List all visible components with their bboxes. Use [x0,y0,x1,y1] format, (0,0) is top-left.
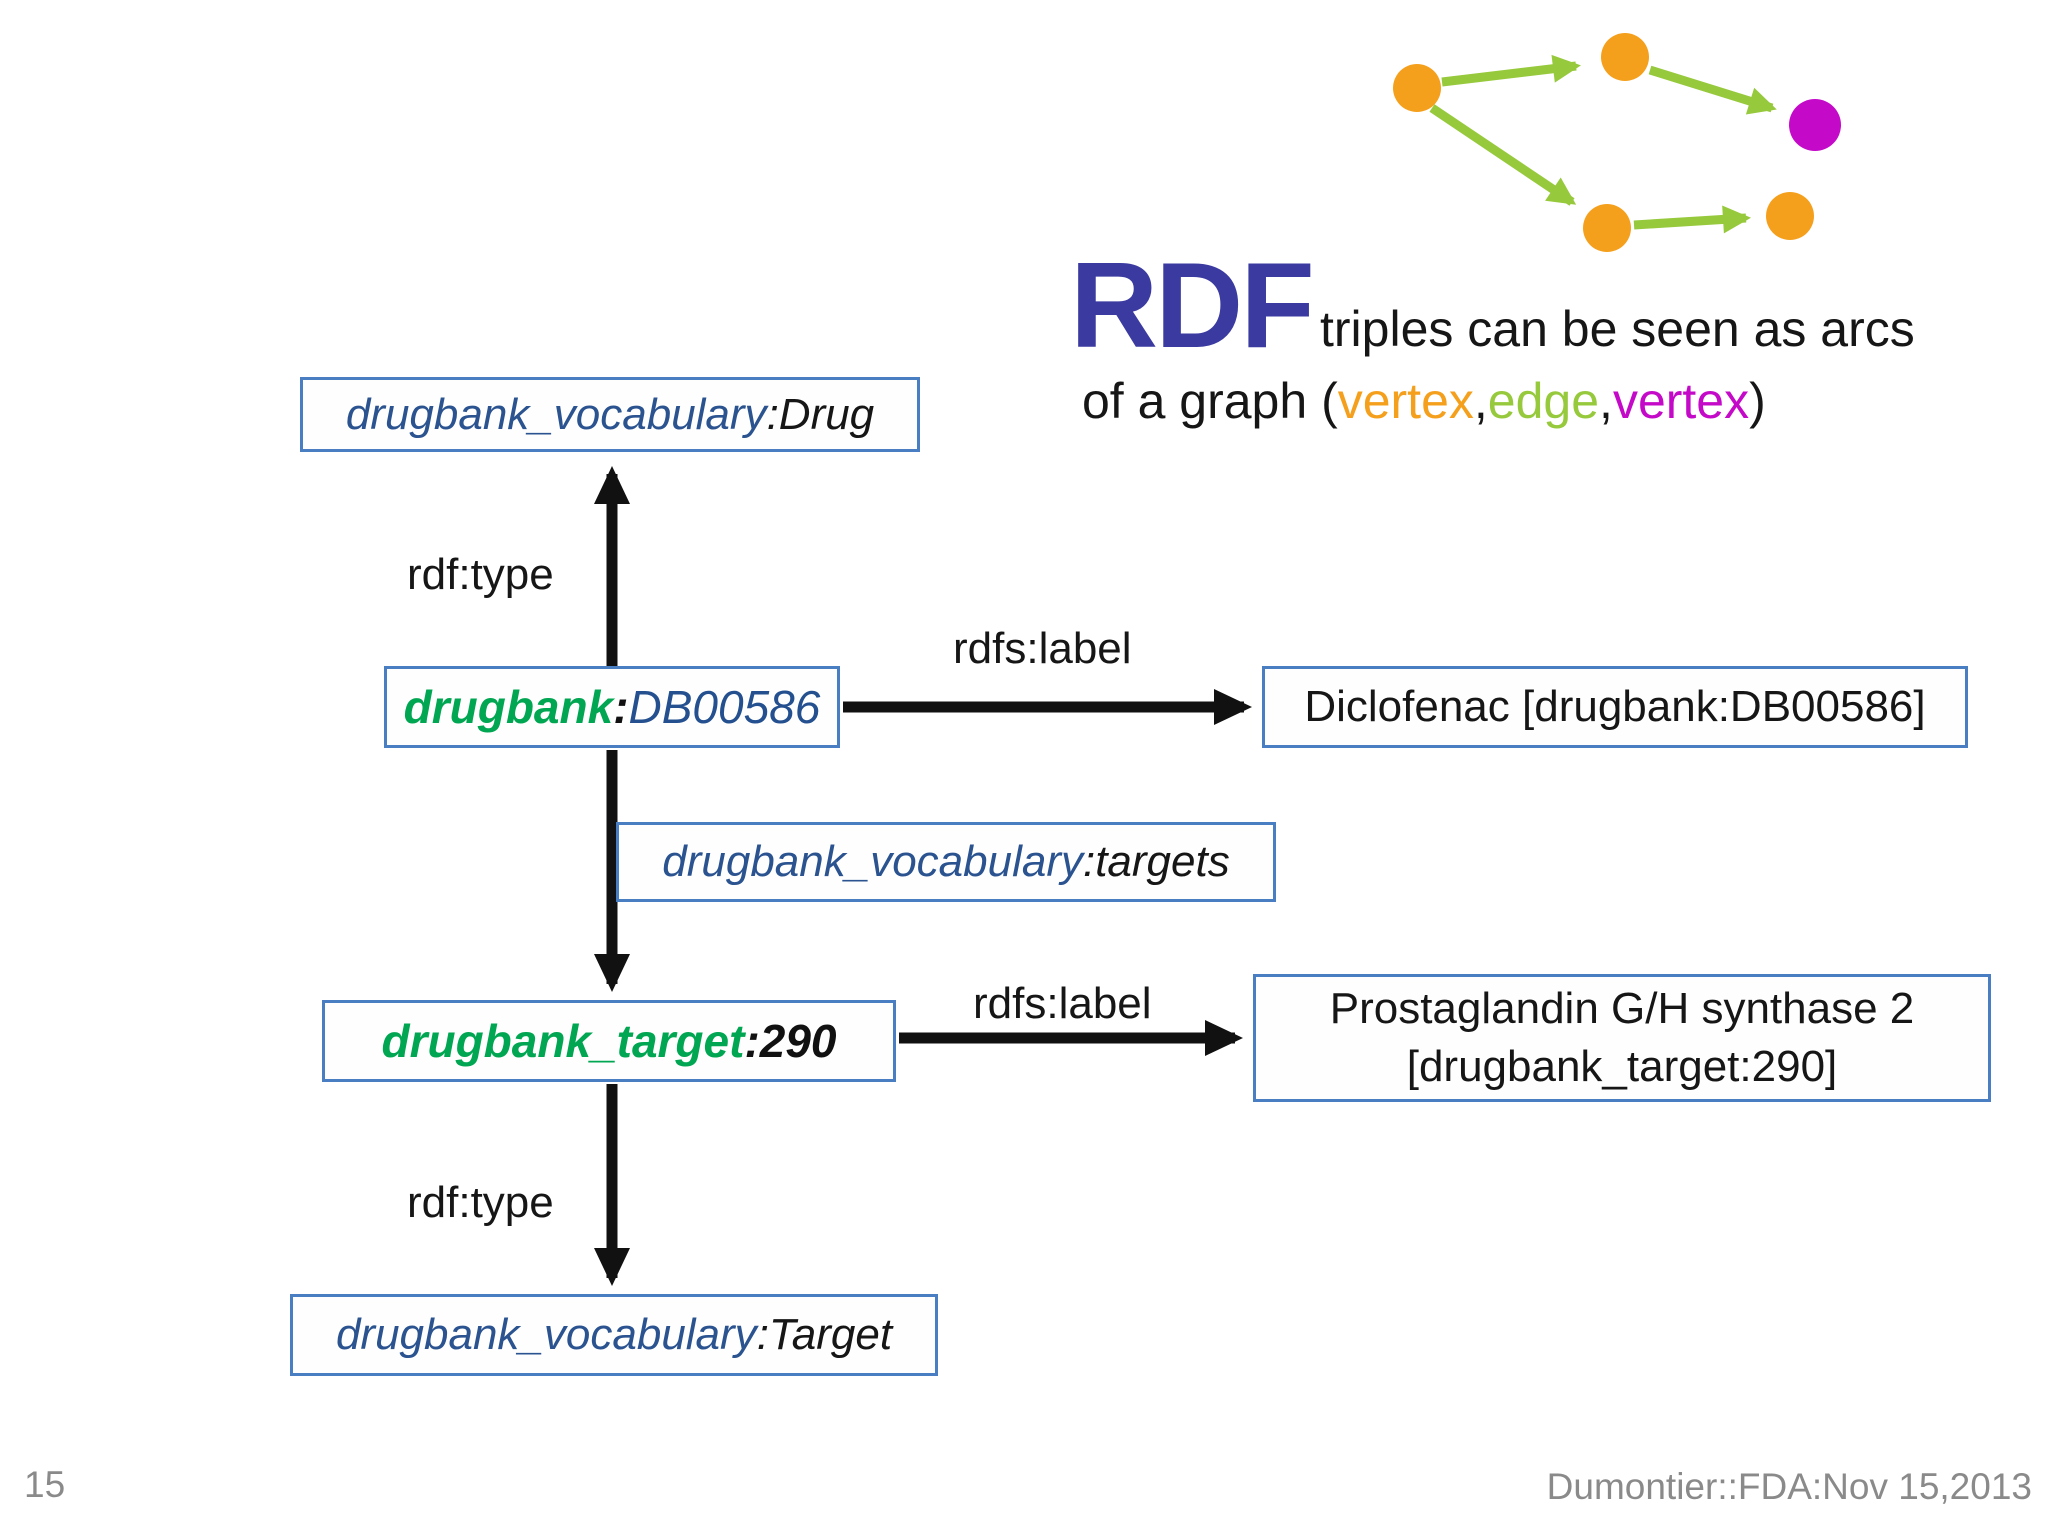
node-text-line2: [drugbank_target:290] [1406,1042,1838,1091]
node-prefix: drugbank_vocabulary [345,389,767,439]
node-drug-label: Diclofenac [drugbank:DB00586] [1262,666,1968,748]
node-prefix: drugbank_vocabulary [335,1310,757,1359]
edge-label-rdftype-bottom: rdf:type [407,1178,554,1227]
node-prefix: drugbank_vocabulary [662,837,1083,886]
node-target-label: Prostaglandin G/H synthase 2 [drugbank_t… [1253,974,1991,1102]
comma: , [1473,373,1488,429]
tagline-suffix: ) [1749,373,1766,429]
node-drug-instance: drugbank:DB00586 [384,666,840,748]
node-target-class: drugbank_vocabulary:Target [290,1294,938,1376]
node-suffix: :Target [756,1310,893,1359]
rdf-mini-graph [1393,33,1841,252]
node-drug-class: drugbank_vocabulary:Drug [300,377,920,452]
graph-edge [1429,104,1577,206]
rdf-tagline-line2: of a graph (vertex,edge,vertex) [1082,372,1766,430]
graph-edge [1633,205,1751,234]
slide-credit: Dumontier::FDA:Nov 15,2013 [1546,1466,2032,1507]
node-colon: : [613,681,629,733]
edge-label-rdfslabel-top: rdfs:label [953,624,1132,673]
vertex-node-orange [1601,33,1649,81]
rdf-tagline-line1: triples can be seen as arcs [1320,301,1915,357]
vertex-node-orange [1583,204,1631,252]
vertex-node-orange [1393,64,1441,112]
node-prefix: drugbank_target [381,1015,745,1067]
graph-edge [1648,65,1777,115]
vertex-word-magenta: vertex [1612,373,1750,429]
node-suffix: :Drug [766,389,875,439]
tagline-prefix: of a graph ( [1082,373,1338,429]
vertex-node-magenta [1789,99,1841,151]
node-targets-predicate: drugbank_vocabulary:targets [616,822,1276,902]
slide-page-number: 15 [24,1464,66,1505]
node-local: DB00586 [628,681,821,733]
graph-edge [1441,54,1581,87]
node-suffix: :290 [744,1015,837,1067]
vertex-word-orange: vertex [1337,373,1474,429]
comma: , [1599,373,1613,429]
node-text: Diclofenac [drugbank:DB00586] [1304,682,1926,731]
node-prefix: drugbank [403,681,614,733]
node-target-instance: drugbank_target:290 [322,1000,896,1082]
edge-label-rdftype-top: rdf:type [407,550,554,599]
edge-word-green: edge [1487,373,1600,429]
edge-label-rdfslabel-bottom: rdfs:label [973,979,1152,1028]
node-text-line1: Prostaglandin G/H synthase 2 [1329,984,1915,1033]
rdf-logo: RDF [1070,237,1315,373]
node-suffix: :targets [1082,837,1230,886]
vertex-node-orange [1766,192,1814,240]
